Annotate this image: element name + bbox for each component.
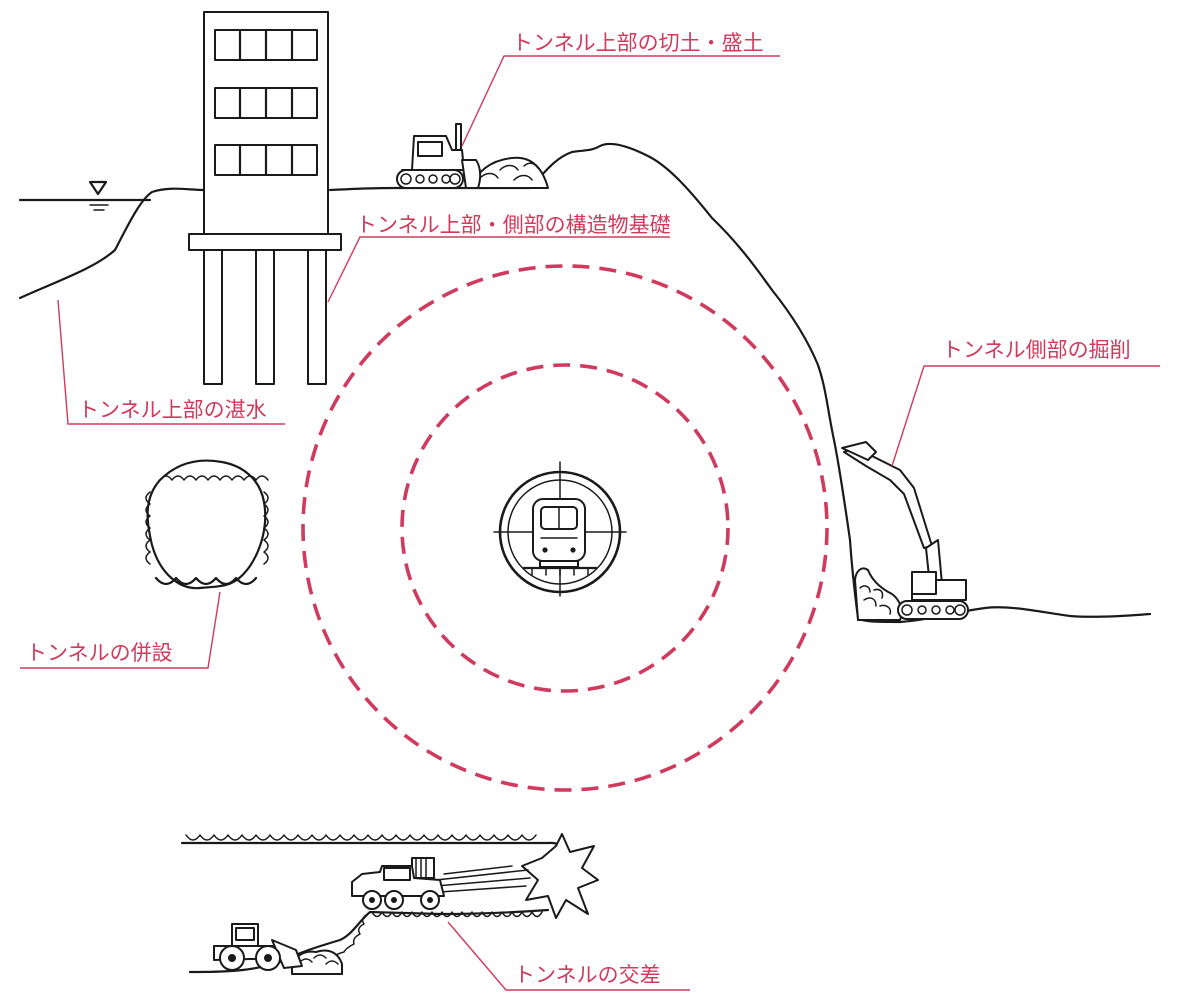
excavator-icon	[841, 441, 969, 621]
water-level-icon	[85, 180, 113, 211]
building-windows	[214, 28, 318, 177]
label-crossing-tunnel: トンネルの交差	[514, 963, 661, 987]
footing	[188, 233, 342, 251]
hill-profile	[528, 142, 1152, 624]
ground-surface	[328, 186, 532, 192]
leader-lines	[20, 55, 1160, 991]
label-structure-foundation: トンネル上部・側部の構造物基礎	[356, 213, 671, 237]
wheel-loader-icon	[213, 923, 303, 971]
inner-influence-zone	[400, 363, 730, 693]
bulldozer-icon	[396, 123, 549, 189]
piles	[203, 249, 327, 385]
left-embankment	[18, 187, 207, 300]
label-water-impound: トンネル上部の湛水	[78, 398, 267, 422]
terrain	[18, 142, 1152, 624]
blast-icon	[521, 833, 599, 919]
label-cut-fill: トンネル上部の切土・盛土	[512, 31, 764, 55]
building	[188, 11, 342, 385]
outer-influence-zone	[301, 264, 829, 792]
train-icon	[522, 498, 598, 576]
parallel-tunnel	[145, 459, 269, 590]
drilling-jumbo-icon	[351, 857, 531, 910]
label-lateral-excavation: トンネル側部の掘削	[942, 338, 1131, 362]
label-parallel-tunnel: トンネルの併設	[26, 641, 173, 665]
